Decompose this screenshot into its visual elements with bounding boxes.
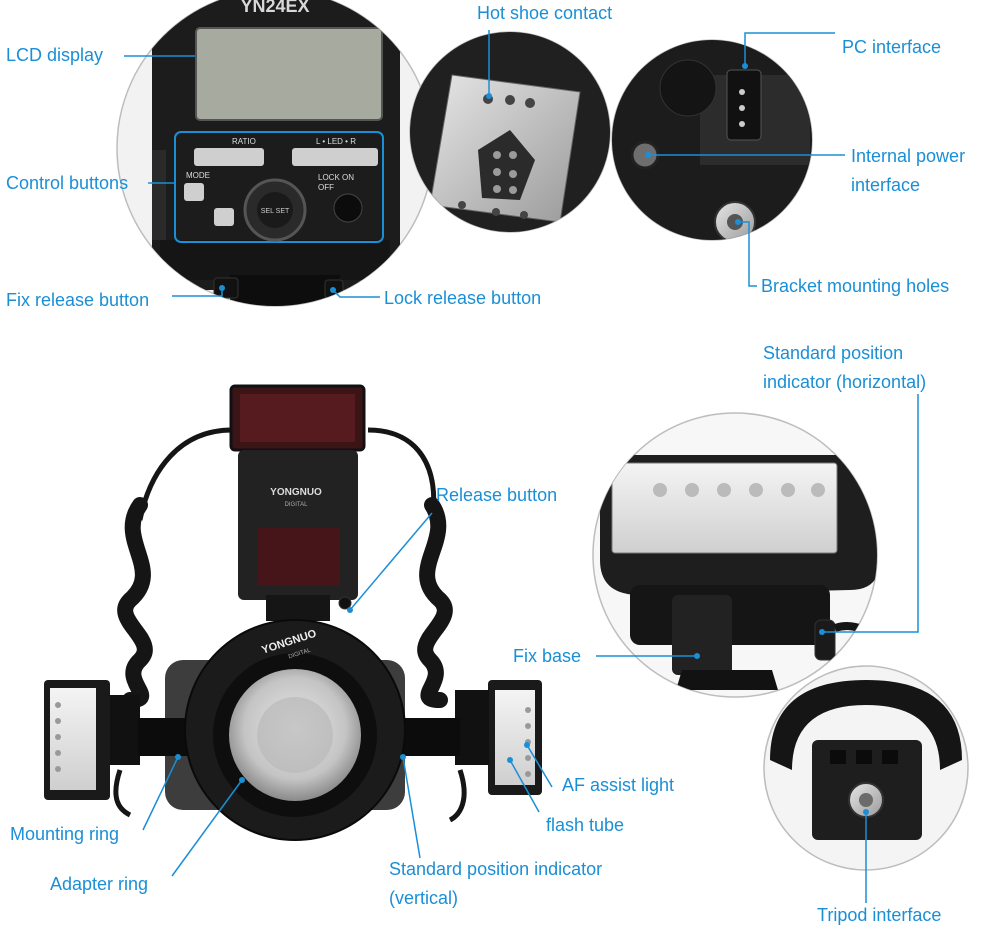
label-adapter-ring: Adapter ring — [50, 874, 149, 894]
flash-head-closeup — [592, 412, 878, 698]
label-internal-power-line1: Internal power — [851, 146, 966, 166]
lcd-screen — [195, 27, 383, 121]
leader-dots — [175, 63, 869, 815]
label-fix-release-button: Fix release button — [6, 290, 150, 310]
led-button — [292, 148, 378, 166]
label-mounting-ring: Mounting ring — [10, 824, 120, 844]
label-bracket-mounting-holes: Bracket mounting holes — [761, 276, 950, 296]
ratio-button — [194, 148, 264, 166]
controller-closeup: YN24EX RATIO L • LED • R MODE SEL SET LO… — [116, 0, 434, 307]
sel-set-text: SEL SET — [261, 208, 290, 215]
mode-text: MODE — [186, 171, 210, 180]
label-std-pos-h-line1: Standard position — [763, 343, 904, 363]
ratio-text: RATIO — [232, 137, 256, 146]
line-mounting-ring — [142, 756, 179, 831]
label-release-button: Release button — [436, 485, 558, 505]
off-text: OFF — [318, 183, 334, 192]
twin-flash-product: YONGNUO DIGITAL YONGNUO DIGITAL — [44, 384, 542, 841]
line-release — [349, 512, 433, 611]
label-lock-release-button: Lock release button — [384, 288, 542, 308]
hot-shoe-closeup — [409, 31, 611, 233]
label-control-buttons: Control buttons — [6, 173, 129, 193]
model-name-text: YN24EX — [240, 0, 309, 16]
fix-release-knob — [213, 277, 239, 299]
line-pc — [744, 32, 835, 66]
label-std-pos-v-line2: (vertical) — [389, 888, 459, 908]
left-coil-cable — [117, 497, 153, 708]
interfaces-closeup — [611, 39, 813, 241]
label-internal-power-line2: interface — [851, 175, 921, 195]
label-hot-shoe-contact: Hot shoe contact — [477, 3, 613, 23]
line-lock-release — [332, 289, 380, 298]
label-std-pos-h-line2: indicator (horizontal) — [763, 372, 927, 392]
label-std-pos-v-line1: Standard position indicator — [389, 859, 603, 879]
line-std-v — [402, 756, 421, 859]
line-std-h — [822, 394, 919, 633]
line-bracket — [738, 221, 757, 287]
contact-pins — [478, 130, 535, 200]
line-flash-tube — [509, 759, 540, 813]
lock-switch — [333, 193, 363, 223]
right-coil-cable — [417, 497, 453, 708]
label-tripod-interface: Tripod interface — [817, 905, 942, 925]
label-af-assist-light: AF assist light — [562, 775, 675, 795]
label-lcd-display: LCD display — [6, 45, 104, 65]
label-pc-interface: PC interface — [842, 37, 942, 57]
fix-base — [676, 670, 778, 690]
pc-port-cap — [659, 59, 717, 117]
flash-window — [611, 462, 838, 554]
controller-brand-sub-text: DIGITAL — [285, 502, 309, 508]
label-flash-tube: flash tube — [546, 815, 625, 835]
controller-brand-text: YONGNUO — [270, 487, 322, 498]
tripod-closeup — [763, 665, 969, 871]
horizontal-indicator — [814, 619, 836, 661]
flash-button — [214, 208, 234, 226]
control-buttons-highlight — [174, 131, 384, 243]
pc-port — [726, 69, 762, 141]
line-af — [526, 744, 553, 788]
mode-button — [184, 183, 204, 201]
l-led-r-text: L • LED • R — [316, 137, 356, 146]
label-fix-base: Fix base — [513, 646, 582, 666]
line-adapter-ring — [171, 779, 243, 877]
lock-on-text: LOCK ON — [318, 173, 354, 182]
